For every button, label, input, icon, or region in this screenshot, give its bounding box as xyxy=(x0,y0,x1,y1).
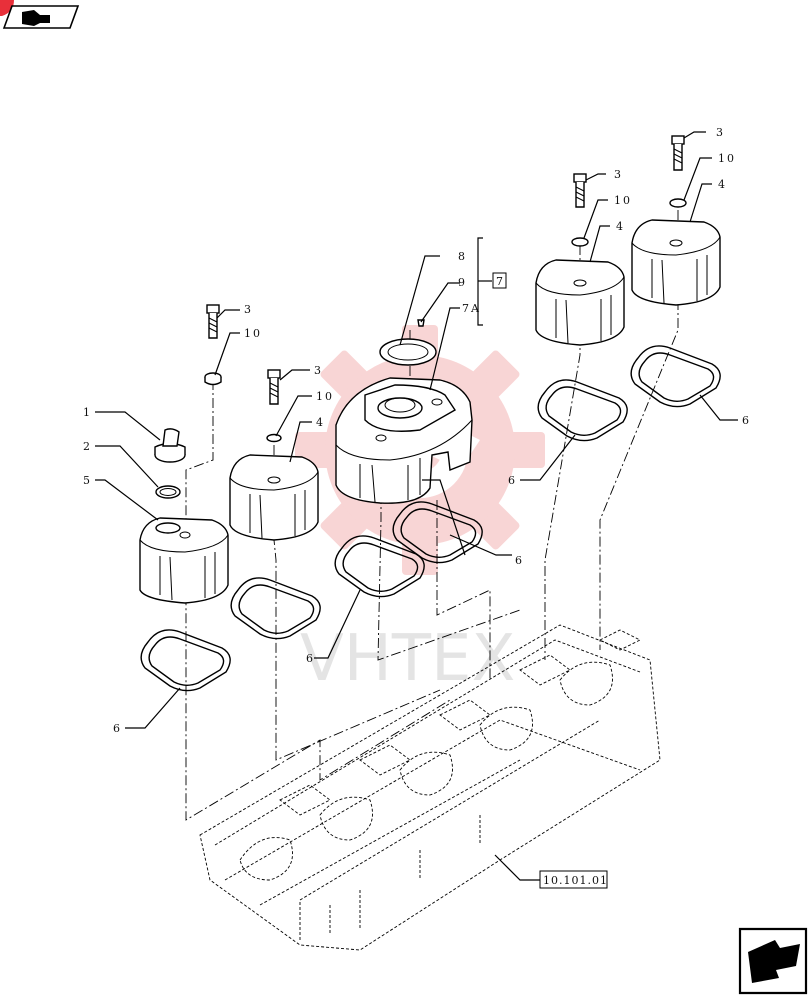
bolt-second[interactable] xyxy=(267,369,281,405)
bolt-left[interactable] xyxy=(206,304,220,339)
callout-6-center: 6 xyxy=(515,554,524,567)
callout-3-left: 3 xyxy=(244,303,253,316)
callout-10-right-a: 10 xyxy=(614,194,632,207)
callout-10-left: 10 xyxy=(244,327,262,340)
valve-cover-second[interactable] xyxy=(229,454,319,541)
bolt-right-b[interactable] xyxy=(671,135,685,171)
callout-3-right-b: 3 xyxy=(716,126,725,139)
gasket-5[interactable] xyxy=(537,379,628,442)
gasket-4[interactable] xyxy=(392,501,483,564)
breather-gasket[interactable] xyxy=(379,338,437,366)
callout-6-mid: 6 xyxy=(508,474,517,487)
callout-7-box xyxy=(492,272,507,289)
washer-right-b[interactable] xyxy=(669,198,687,208)
leader-lines xyxy=(95,131,738,881)
callout-3-second: 3 xyxy=(314,364,323,377)
gasket-3[interactable] xyxy=(334,535,425,598)
washer-right-a[interactable] xyxy=(571,237,589,247)
gasket-6[interactable] xyxy=(630,345,721,408)
breather-screw[interactable] xyxy=(417,319,425,327)
reference-link[interactable]: 10.101.01 xyxy=(539,870,608,889)
washer-left[interactable] xyxy=(204,372,222,386)
oil-filler-cap[interactable] xyxy=(154,428,186,463)
valve-cover-right-b[interactable] xyxy=(631,219,721,306)
callout-4-right-a: 4 xyxy=(616,220,625,233)
valve-cover-center[interactable] xyxy=(335,377,473,504)
valve-cover-left[interactable] xyxy=(139,517,229,604)
callout-8: 8 xyxy=(458,250,467,263)
callout-4-right-b: 4 xyxy=(718,178,727,191)
gasket-2[interactable] xyxy=(230,577,321,640)
callout-9: 9 xyxy=(458,276,467,289)
corner-badge xyxy=(0,0,14,16)
reference-label: 10.101.01 xyxy=(543,874,608,887)
callout-6-second: 6 xyxy=(306,652,315,665)
bolt-right-a[interactable] xyxy=(573,173,587,208)
valve-cover-right-a[interactable] xyxy=(535,259,625,346)
callout-7: 7 xyxy=(496,275,505,288)
callout-7a: 7A xyxy=(462,302,481,315)
callout-5: 5 xyxy=(83,474,92,487)
callout-6-right: 6 xyxy=(742,414,751,427)
gasket-1[interactable] xyxy=(140,629,231,692)
callout-3-right-a: 3 xyxy=(614,168,623,181)
callout-10-second: 10 xyxy=(316,390,334,403)
callout-4-second: 4 xyxy=(316,416,325,429)
next-page-arrow-icon[interactable] xyxy=(738,927,808,995)
callout-labels: 1 2 5 6 3 10 3 10 4 6 6 6 8 9 7A 7 3 10 … xyxy=(83,126,751,735)
o-ring-seal[interactable] xyxy=(155,485,181,499)
washer-second[interactable] xyxy=(266,433,282,443)
book-arrow-icon[interactable] xyxy=(2,5,80,29)
watermark-text: VHTEX xyxy=(300,622,515,696)
callout-2: 2 xyxy=(83,440,92,453)
callout-10-right-b: 10 xyxy=(718,152,736,165)
callout-6-left: 6 xyxy=(113,722,122,735)
callout-1: 1 xyxy=(83,406,92,419)
